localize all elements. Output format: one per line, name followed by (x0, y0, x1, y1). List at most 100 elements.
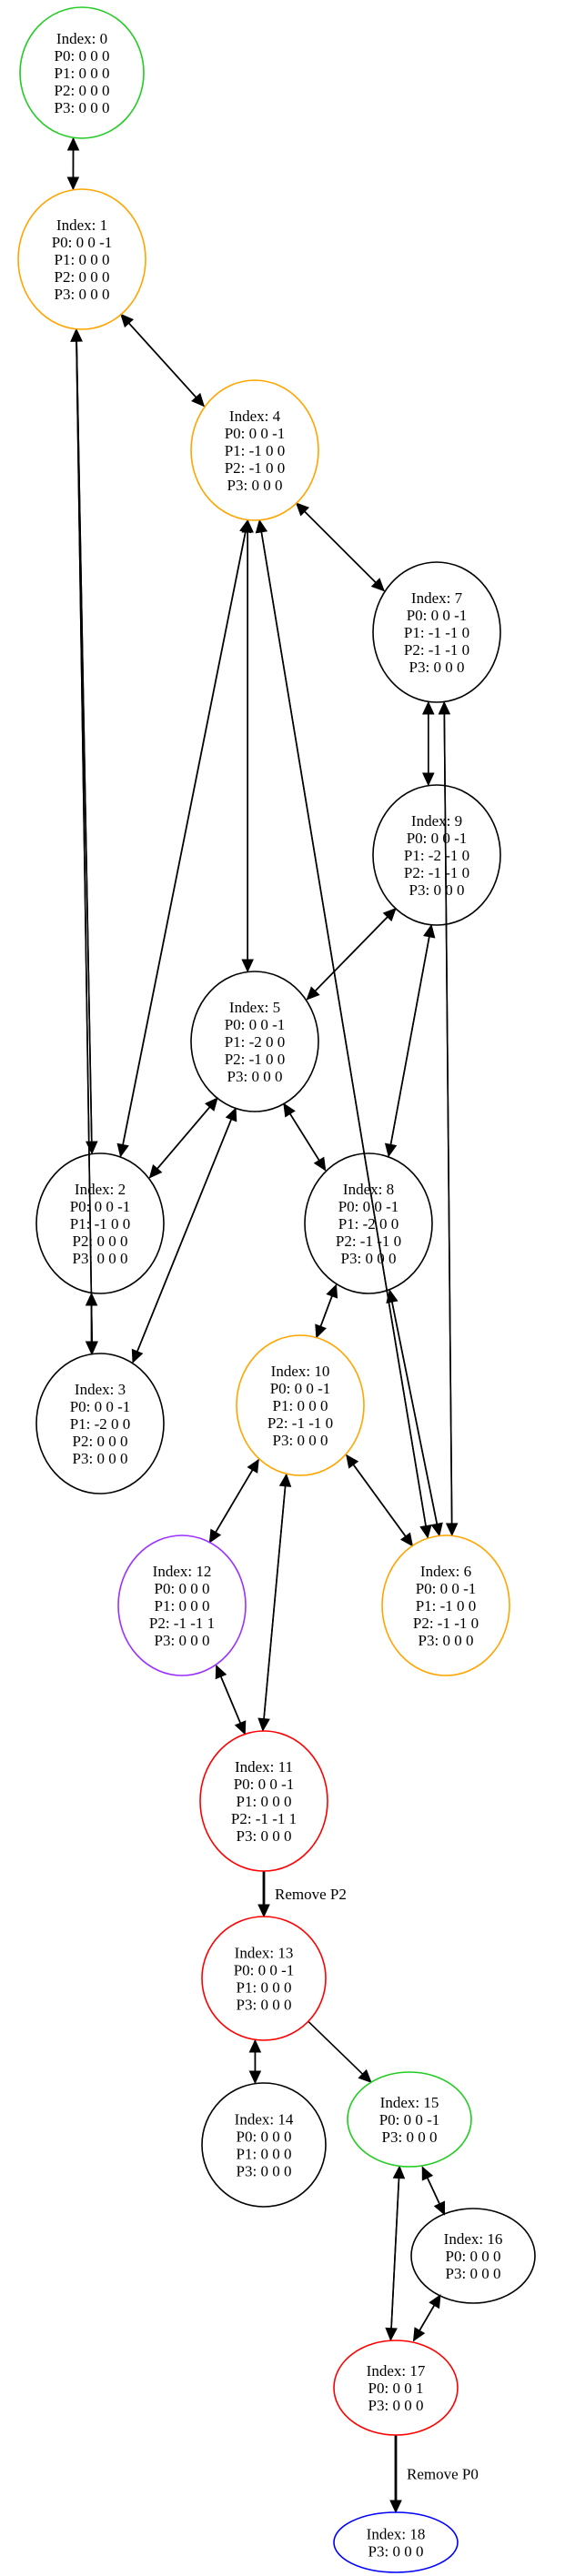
node-state-line: P1: -2 -1 0 (404, 847, 469, 864)
node-state-line: P2: -1 -1 0 (336, 1233, 401, 1250)
node-state-line: P0: 0 0 0 (237, 2128, 292, 2146)
state-node-6[interactable]: Index: 6P0: 0 0 -1P1: -1 0 0P2: -1 -1 0P… (381, 1535, 510, 1676)
node-state-line: P1: 0 0 0 (155, 1597, 210, 1615)
node-ellipse (304, 1152, 433, 1294)
arrowhead (283, 1102, 296, 1118)
node-state-line: P2: 0 0 0 (73, 1433, 128, 1450)
edge-5-to-9 (306, 907, 397, 1001)
arrowhead (423, 923, 436, 939)
edge-line (352, 1464, 414, 1546)
node-state-line: P1: 0 0 0 (237, 1979, 292, 1997)
arrowhead (215, 1665, 227, 1680)
arrowhead (205, 1097, 218, 1112)
state-node-8[interactable]: Index: 8P0: 0 0 -1P1: -2 0 0P2: -1 -1 0P… (304, 1152, 433, 1294)
node-state-line: P0: 0 0 -1 (225, 1016, 286, 1033)
node-ellipse (190, 379, 319, 521)
node-index-label: Index: 1 (56, 216, 107, 234)
node-state-line: P0: 0 0 -1 (52, 234, 113, 251)
state-node-4[interactable]: Index: 4P0: 0 0 -1P1: -1 0 0P2: -1 0 0P3… (190, 379, 319, 521)
node-state-line: P3: 0 0 0 (237, 1997, 292, 2014)
node-state-line: P2: -1 -1 0 (404, 864, 469, 881)
node-state-line: P0: 0 0 -1 (338, 1198, 399, 1215)
edge-8-to-9 (388, 923, 436, 1157)
node-state-line: P1: 0 0 0 (55, 251, 110, 268)
edge-line (76, 341, 94, 1354)
node-state-line: P1: 0 0 0 (55, 65, 110, 82)
node-ellipse (17, 188, 146, 330)
node-state-line: P3: 0 0 0 (55, 286, 110, 303)
node-index-label: Index: 0 (56, 30, 107, 47)
node-state-line: P0: 0 0 -1 (416, 1580, 477, 1597)
arrowhead (239, 518, 252, 534)
node-index-label: Index: 2 (75, 1181, 126, 1198)
node-state-line: P0: 0 0 0 (155, 1580, 210, 1597)
edge-line (220, 1675, 246, 1735)
arrowhead (346, 1454, 359, 1469)
state-node-2[interactable]: Index: 2P0: 0 0 -1P1: -1 0 0P2: 0 0 0P3:… (35, 1152, 165, 1294)
node-ellipse (201, 1916, 327, 2041)
arrowhead (392, 2165, 406, 2179)
edge-16-to-15 (421, 2166, 446, 2215)
edge-line (132, 1119, 232, 1363)
nodes-layer: Index: 0P0: 0 0 0P1: 0 0 0P2: 0 0 0P3: 0… (17, 6, 536, 2573)
node-index-label: Index: 3 (75, 1381, 126, 1398)
node-state-line: P3: 0 0 0 (341, 1250, 397, 1267)
node-state-line: P0: 0 0 1 (368, 2380, 424, 2397)
node-state-line: P2: 0 0 0 (55, 268, 110, 286)
arrowhead (421, 2166, 434, 2181)
arrowhead (70, 327, 83, 342)
edge-17-to-15 (389, 2165, 406, 2340)
arrowhead (85, 1292, 98, 1306)
node-index-label: Index: 4 (229, 408, 281, 425)
node-state-line: P0: 0 0 -1 (407, 830, 468, 847)
node-state-line: P3: 0 0 0 (273, 1432, 328, 1449)
arrowhead (422, 700, 435, 715)
state-node-7[interactable]: Index: 7P0: 0 0 -1P1: -1 -1 0P2: -1 -1 0… (372, 561, 501, 703)
edge-9-to-7 (422, 700, 435, 786)
edge-11-to-10 (262, 1473, 292, 1731)
node-index-label: Index: 5 (229, 999, 280, 1016)
node-index-label: Index: 15 (380, 2094, 439, 2111)
edge-line (128, 322, 205, 408)
node-state-line: P0: 0 0 -1 (270, 1380, 331, 1397)
state-node-9[interactable]: Index: 9P0: 0 0 -1P1: -2 -1 0P2: -1 -1 0… (372, 784, 501, 926)
node-state-line: P3: 0 0 0 (155, 1632, 210, 1649)
node-ellipse (333, 2511, 459, 2573)
edge-2-to-5 (148, 1097, 218, 1179)
node-state-line: P1: -2 0 0 (338, 1215, 399, 1233)
node-ellipse (236, 1334, 365, 1476)
node-state-line: P3: 0 0 0 (237, 2163, 292, 2180)
state-node-3[interactable]: Index: 3P0: 0 0 -1P1: -2 0 0P2: 0 0 0P3:… (35, 1353, 165, 1494)
node-state-line: P0: 0 0 0 (446, 2248, 501, 2265)
node-state-line: P3: 0 0 0 (419, 1632, 474, 1649)
edge-line (260, 531, 429, 1538)
node-state-line: P2: -1 -1 0 (404, 641, 469, 659)
node-state-line: P0: 0 0 -1 (379, 2111, 440, 2128)
node-ellipse (201, 2082, 327, 2208)
node-index-label: Index: 9 (411, 812, 462, 830)
state-node-5[interactable]: Index: 5P0: 0 0 -1P1: -2 0 0P2: -1 0 0P3… (190, 971, 319, 1112)
edge-14-to-13 (248, 2038, 262, 2084)
state-node-0[interactable]: Index: 0P0: 0 0 0P1: 0 0 0P2: 0 0 0P3: 0… (19, 6, 145, 139)
node-state-line: P3: 0 0 0 (73, 1450, 128, 1467)
node-state-line: P1: -1 0 0 (416, 1597, 477, 1615)
node-ellipse (347, 2071, 472, 2168)
node-index-label: Index: 12 (153, 1563, 212, 1580)
node-index-label: Index: 6 (420, 1563, 471, 1580)
edge-4-to-1 (120, 313, 205, 408)
node-state-line: P1: 0 0 0 (273, 1397, 328, 1414)
node-state-line: P2: -1 -1 0 (267, 1414, 333, 1432)
state-node-1[interactable]: Index: 1P0: 0 0 -1P1: 0 0 0P2: 0 0 0P3: … (17, 188, 146, 330)
edge-line (304, 510, 385, 592)
edge-line (289, 1113, 327, 1172)
